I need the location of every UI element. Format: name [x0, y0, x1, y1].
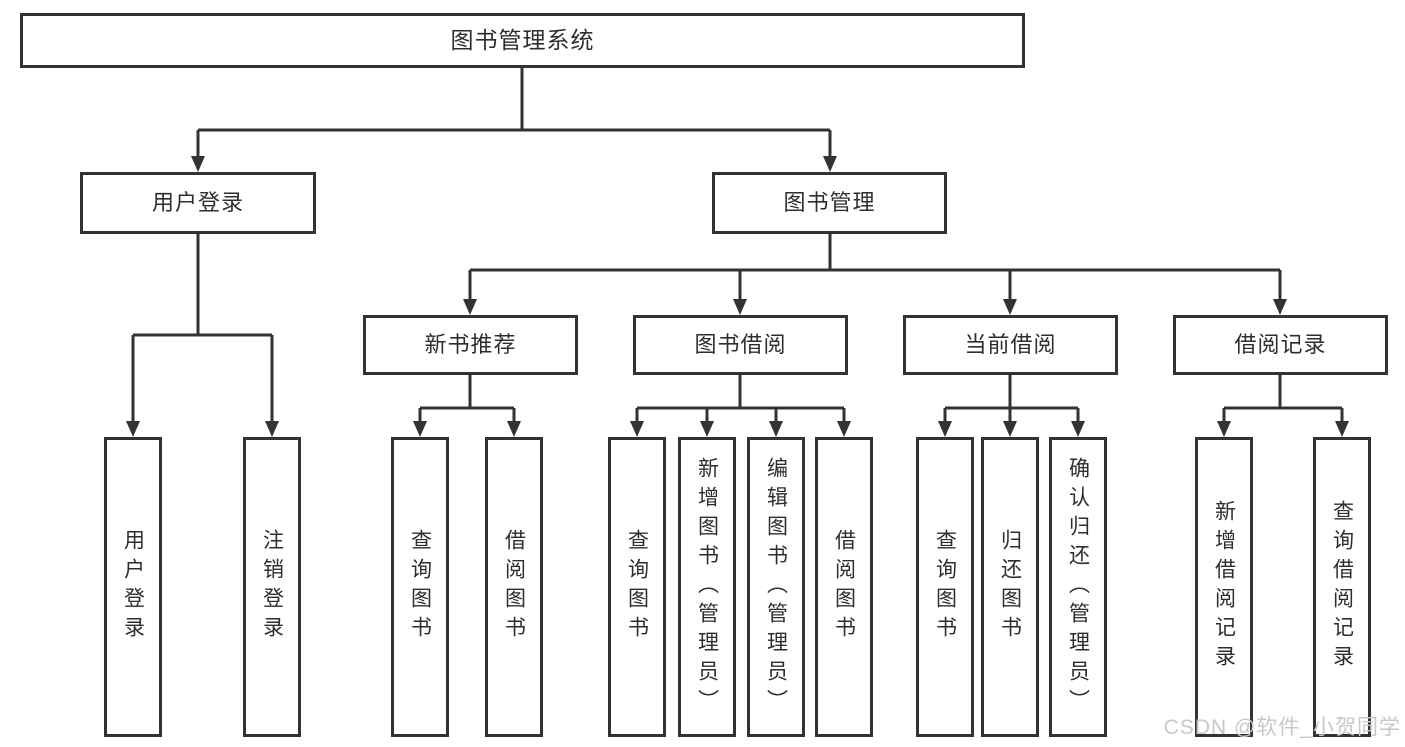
- connector-root-to-level2: [191, 68, 837, 172]
- arrowhead: [265, 421, 279, 437]
- leaf-query-borrow-record: 查询借阅记录: [1313, 437, 1371, 737]
- arrowhead: [413, 421, 427, 437]
- leaf-confirm-return-admin: 确认归还（管理员）: [1049, 437, 1107, 737]
- arrowhead: [126, 421, 140, 437]
- leaf-query-books-current: 查询图书: [916, 437, 974, 737]
- connector-user-login-children: [126, 234, 279, 437]
- leaf-query-books-borrow: 查询图书: [608, 437, 666, 737]
- arrowhead: [507, 421, 521, 437]
- arrowhead: [1273, 299, 1287, 315]
- arrowhead: [463, 299, 477, 315]
- node-current-borrow: 当前借阅: [903, 315, 1118, 375]
- arrowhead: [1217, 421, 1231, 437]
- arrowhead: [733, 299, 747, 315]
- leaf-edit-book-admin: 编辑图书（管理员）: [747, 437, 805, 737]
- arrowhead: [769, 421, 783, 437]
- leaf-borrow-books: 借阅图书: [815, 437, 873, 737]
- arrowhead: [700, 421, 714, 437]
- leaf-borrow-books-recommend: 借阅图书: [485, 437, 543, 737]
- arrowhead: [1003, 299, 1017, 315]
- node-library-system: 图书管理系统: [20, 13, 1025, 68]
- connector-book-management-children: [463, 234, 1287, 315]
- connector-borrow-records-children: [1217, 375, 1349, 437]
- leaf-return-books: 归还图书: [981, 437, 1039, 737]
- node-new-book-recommend: 新书推荐: [363, 315, 578, 375]
- arrowhead: [837, 421, 851, 437]
- leaf-query-books-recommend: 查询图书: [391, 437, 449, 737]
- connector-new-book-recommend-children: [413, 375, 521, 437]
- leaf-add-book-admin: 新增图书（管理员）: [678, 437, 736, 737]
- arrowhead: [823, 156, 837, 172]
- arrowhead: [938, 421, 952, 437]
- node-borrow-records: 借阅记录: [1173, 315, 1388, 375]
- leaf-logout: 注销登录: [243, 437, 301, 737]
- node-book-borrow: 图书借阅: [633, 315, 848, 375]
- connector-book-borrow-children: [630, 375, 851, 437]
- leaf-user-login: 用户登录: [104, 437, 162, 737]
- arrowhead: [191, 156, 205, 172]
- connector-current-borrow-children: [938, 375, 1085, 437]
- arrowhead: [1335, 421, 1349, 437]
- arrowhead: [1003, 421, 1017, 437]
- node-book-management: 图书管理: [712, 172, 947, 234]
- leaf-add-borrow-record: 新增借阅记录: [1195, 437, 1253, 737]
- arrowhead: [1071, 421, 1085, 437]
- watermark: CSDN @软件_小贺同学: [1163, 716, 1401, 739]
- arrowhead: [630, 421, 644, 437]
- node-user-login: 用户登录: [80, 172, 316, 234]
